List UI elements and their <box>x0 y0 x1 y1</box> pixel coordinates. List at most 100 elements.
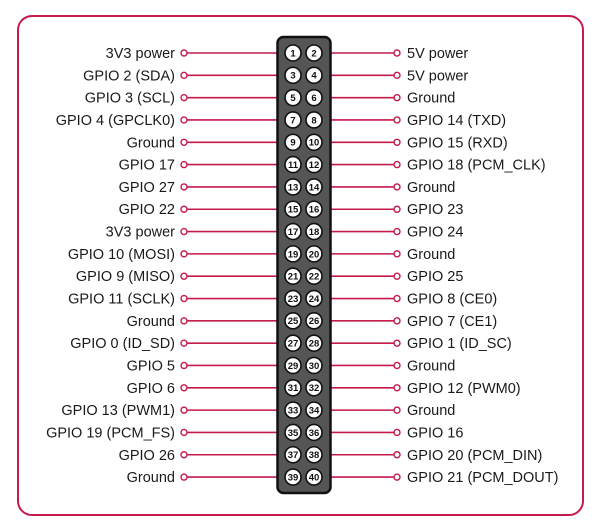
pin-number: 18 <box>309 227 320 238</box>
connector-dot-left <box>180 93 188 102</box>
connector-dot-right <box>393 93 401 102</box>
pin-number: 35 <box>288 428 299 439</box>
connector-dot-right <box>393 49 401 57</box>
connector-dot-left <box>180 250 188 258</box>
connector-dot-right <box>393 451 401 459</box>
pin-number: 7 <box>290 115 295 126</box>
connector-dot-left <box>180 116 188 124</box>
connector-dot-right <box>393 183 401 191</box>
pin-1 <box>284 44 302 62</box>
pin-label-left: GPIO 22 <box>119 202 175 218</box>
pin-14 <box>305 178 323 196</box>
pin-label-left: GPIO 26 <box>119 448 175 464</box>
pin-number: 1 <box>290 48 296 59</box>
connector-dot-right <box>393 339 401 347</box>
pin-31 <box>284 378 302 397</box>
pin-label-right: GPIO 7 (CE1) <box>407 314 497 330</box>
pin-label-left: GPIO 19 (PCM_FS) <box>46 425 175 441</box>
pin-number: 24 <box>309 294 320 305</box>
pin-label-right: GPIO 16 <box>407 425 463 441</box>
pin-28 <box>305 334 323 352</box>
pin-label-right: GPIO 12 (PWM0) <box>407 381 521 397</box>
pin-number: 3 <box>290 71 295 82</box>
connector-dot-left <box>180 451 188 459</box>
pin-17 <box>284 222 302 241</box>
pin-label-right: GPIO 24 <box>407 225 463 241</box>
pin-number: 23 <box>288 294 299 305</box>
pin-18 <box>305 222 323 241</box>
pin-13 <box>284 178 302 196</box>
connector-dot-left <box>180 49 188 57</box>
pin-8 <box>305 111 323 129</box>
pin-4 <box>305 66 323 85</box>
pin-label-left: Ground <box>127 135 175 151</box>
pin-label-left: Ground <box>127 470 175 486</box>
pin-37 <box>284 445 302 464</box>
pin-number: 10 <box>309 138 320 149</box>
pin-label-left: GPIO 0 (ID_SD) <box>70 336 175 352</box>
connector-dot-left <box>180 384 188 392</box>
pin-label-left: GPIO 13 (PWM1) <box>61 403 175 419</box>
pin-number: 20 <box>309 249 320 260</box>
connector-dot-right <box>393 116 401 124</box>
connector-dot-left <box>180 71 188 80</box>
pin-number: 5 <box>290 93 296 104</box>
pin-label-left: GPIO 10 (MOSI) <box>68 247 175 263</box>
connector-dot-right <box>393 294 401 303</box>
pin-number: 22 <box>309 272 320 283</box>
connector-dot-right <box>393 160 401 169</box>
pin-label-left: GPIO 27 <box>119 180 175 196</box>
pin-number: 27 <box>288 339 299 350</box>
pin-label-left: GPIO 6 <box>127 381 175 397</box>
connector-dot-right <box>393 227 401 236</box>
pin-label-right: Ground <box>407 403 455 419</box>
pin-24 <box>305 289 323 308</box>
pin-label-left: GPIO 4 (GPCLK0) <box>56 113 175 129</box>
pin-29 <box>284 356 302 375</box>
pin-number: 14 <box>309 182 320 193</box>
pin-38 <box>305 445 323 464</box>
pin-label-right: 5V power <box>407 68 468 84</box>
pin-label-right: GPIO 23 <box>407 202 463 218</box>
connector-dot-right <box>393 205 401 213</box>
connector-dot-left <box>180 272 188 280</box>
pin-label-right: GPIO 14 (TXD) <box>407 113 506 129</box>
connector-dot-left <box>180 138 188 146</box>
connector-dot-right <box>393 272 401 280</box>
pin-10 <box>305 133 323 152</box>
pin-number: 28 <box>309 339 320 350</box>
pin-number: 17 <box>288 227 299 238</box>
pin-label-left: GPIO 2 (SDA) <box>83 68 175 84</box>
pin-number: 2 <box>311 48 316 59</box>
pin-label-left: GPIO 9 (MISO) <box>76 269 175 285</box>
pin-label-right: 5V power <box>407 46 468 62</box>
pin-label-left: Ground <box>127 314 175 330</box>
pin-2 <box>305 44 323 62</box>
pin-label-right: GPIO 1 (ID_SC) <box>407 336 512 352</box>
connector-dot-right <box>393 317 401 325</box>
pin-5 <box>284 88 302 107</box>
connector-dot-right <box>393 361 401 370</box>
pin-label-right: GPIO 25 <box>407 269 463 285</box>
pin-label-left: 3V3 power <box>106 46 175 62</box>
connector-dot-right <box>393 406 401 414</box>
pin-number: 8 <box>311 115 316 126</box>
pin-label-right: GPIO 8 (CE0) <box>407 292 497 308</box>
connector-dot-right <box>393 384 401 392</box>
pin-number: 25 <box>288 316 299 327</box>
pin-label-right: Ground <box>407 180 455 196</box>
pin-label-right: Ground <box>407 358 455 374</box>
pin-27 <box>284 334 302 352</box>
pin-26 <box>305 312 323 330</box>
pin-32 <box>305 378 323 397</box>
connector-dot-left <box>180 183 188 191</box>
connector-dot-left <box>180 317 188 325</box>
pin-number: 16 <box>309 205 320 216</box>
pin-23 <box>284 289 302 308</box>
pin-number: 36 <box>309 428 320 439</box>
pin-19 <box>284 245 302 263</box>
pin-12 <box>305 155 323 174</box>
pin-3 <box>284 66 302 85</box>
connector-dot-right <box>393 473 401 481</box>
